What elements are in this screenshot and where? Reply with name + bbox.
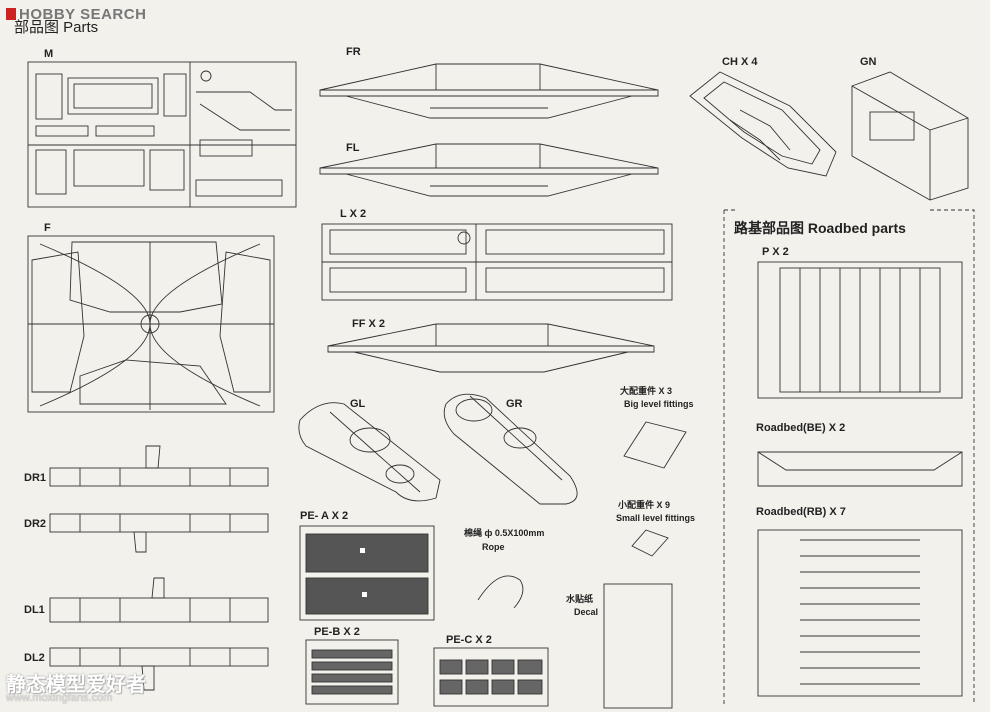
part-roadbed-be <box>757 451 963 487</box>
pe-sheet-a <box>299 525 435 621</box>
label-small-fittings-cn: 小配重件 X 9 <box>618 500 671 510</box>
part-dr2 <box>49 513 269 553</box>
label-big-fittings-en: Big level fittings <box>624 399 694 409</box>
decal-sheet-shape <box>603 583 673 709</box>
part-roadbed-rb <box>757 529 963 697</box>
label-dr2: DR2 <box>24 518 47 530</box>
sprue-ff <box>327 323 655 373</box>
sprue-l <box>321 223 673 301</box>
part-gr <box>443 393 578 505</box>
label-gl: GL <box>350 398 366 410</box>
label-l: L X 2 <box>340 208 367 220</box>
pe-sheet-c <box>433 647 549 707</box>
label-pe-c: PE-C X 2 <box>446 634 492 646</box>
label-dl2: DL2 <box>24 652 45 664</box>
label-big-fittings-cn: 大配重件 X 3 <box>620 386 673 396</box>
label-gr: GR <box>506 398 523 410</box>
small-fitting-shape <box>631 529 669 557</box>
label-pe-b: PE-B X 2 <box>314 626 360 638</box>
sprue-f <box>27 235 275 413</box>
label-dl1: DL1 <box>24 604 45 616</box>
pe-sheet-b <box>305 639 399 705</box>
label-fl: FL <box>346 142 360 154</box>
part-gn <box>851 71 969 201</box>
rope-shape <box>477 575 524 609</box>
label-roadbed-be: Roadbed(BE) X 2 <box>756 422 846 434</box>
roadbed-section-title: 路基部品图 Roadbed parts <box>734 220 906 236</box>
label-rope-cn: 棉绳 ф 0.5X100mm <box>464 528 545 538</box>
part-dl2 <box>49 647 269 691</box>
sprue-fl <box>319 143 659 197</box>
label-m: M <box>44 48 54 60</box>
watermark-url: www.moxingfans.com <box>6 692 113 704</box>
brand-name: HOBBY SEARCH <box>19 6 147 23</box>
label-gn: GN <box>860 56 877 68</box>
label-decal-cn: 水贴纸 <box>566 594 594 604</box>
part-dr1 <box>49 445 269 487</box>
sprue-fr <box>319 63 659 119</box>
label-ff: FF X 2 <box>352 318 386 330</box>
label-ch: CH X 4 <box>722 56 758 68</box>
label-p: P X 2 <box>762 246 789 258</box>
brand-mark-icon <box>6 8 16 20</box>
part-dl1 <box>49 577 269 623</box>
part-ch <box>689 71 837 177</box>
label-pe-a: PE- A X 2 <box>300 510 349 522</box>
sprue-p <box>757 261 963 399</box>
part-gl <box>298 402 441 502</box>
label-rope-en: Rope <box>482 542 505 552</box>
label-roadbed-rb: Roadbed(RB) X 7 <box>756 506 846 518</box>
label-small-fittings-en: Small level fittings <box>616 513 696 523</box>
label-decal-en: Decal <box>574 607 599 617</box>
brand-logo: HOBBY SEARCH <box>6 6 146 23</box>
watermark-text: 静态模型爱好者 <box>6 674 146 696</box>
big-fitting-shape <box>623 421 687 469</box>
label-dr1: DR1 <box>24 472 47 484</box>
label-fr: FR <box>346 46 361 58</box>
sprue-m <box>27 61 297 208</box>
label-f: F <box>44 222 51 234</box>
page-title: 部品图 Parts <box>14 19 99 36</box>
